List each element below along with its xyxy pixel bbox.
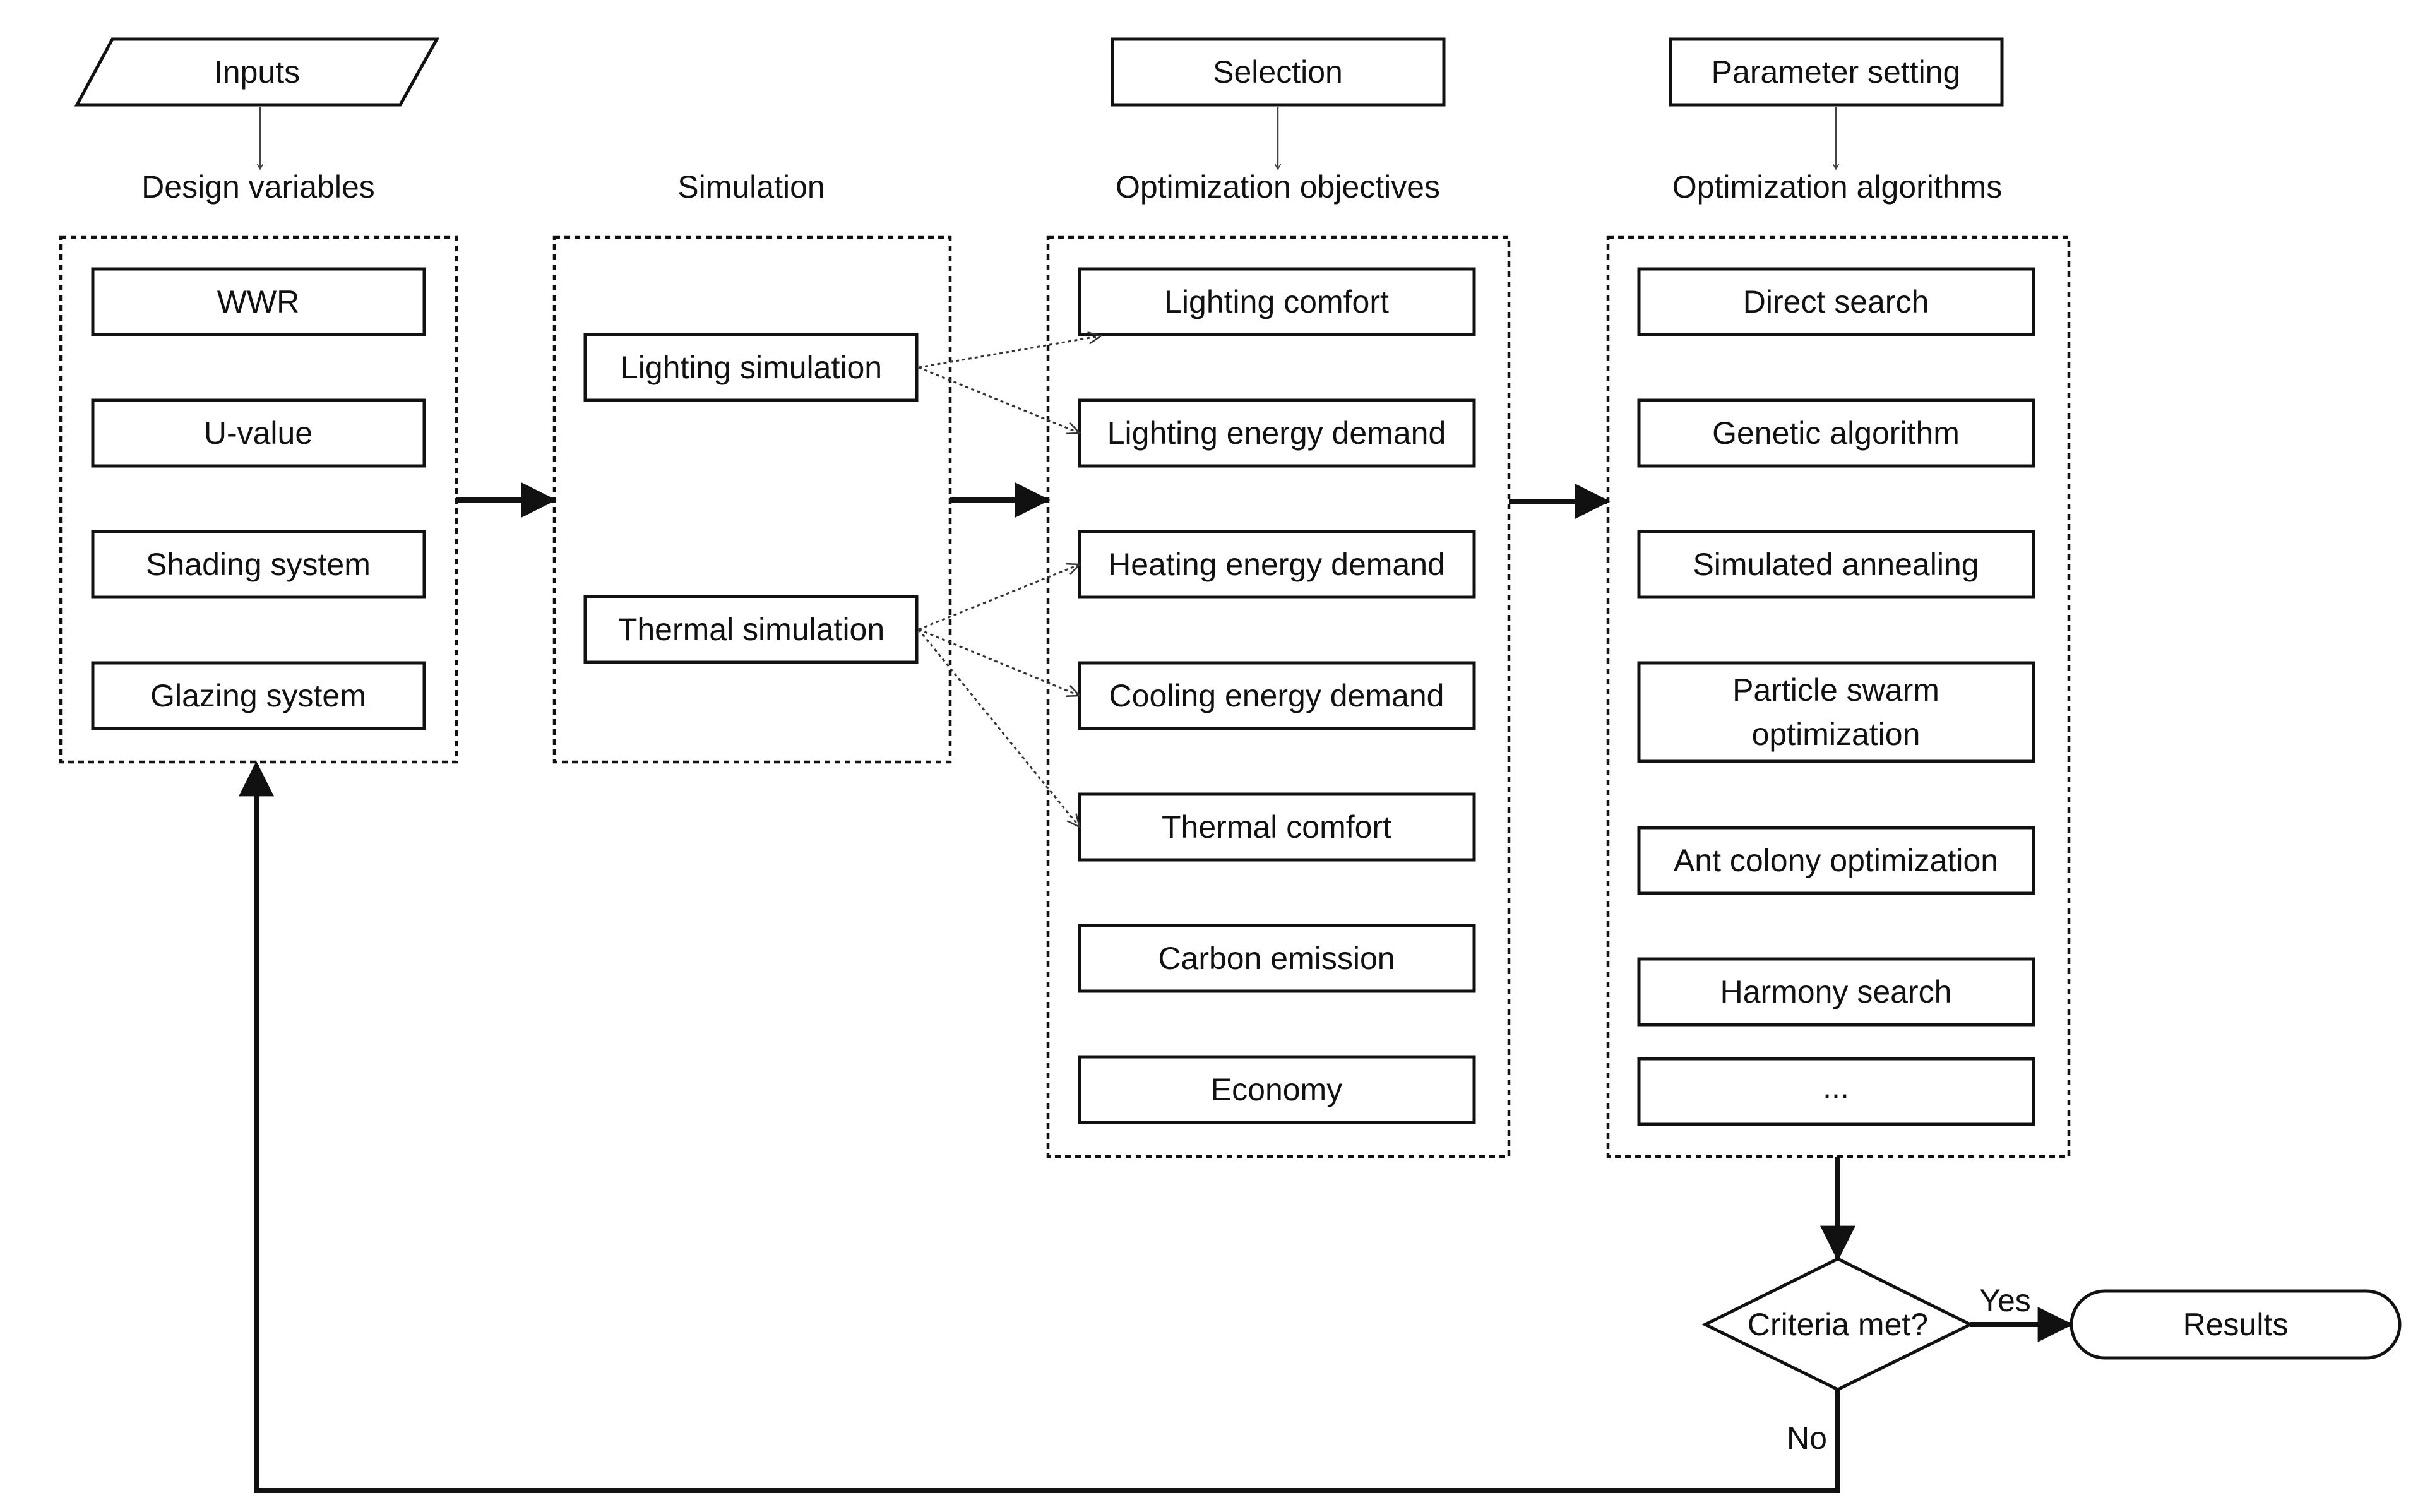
objective-cooling-energy-demand: Cooling energy demand [1078,661,1476,730]
optimization-objectives-title: Optimization objectives [1116,169,1440,205]
simulation-label: Thermal simulation [618,612,884,647]
algorithm-direct-search: Direct search [1637,267,2035,336]
design-variable-label: Shading system [146,547,371,582]
link-thermal-to-cooling [918,628,1080,696]
no-label: No [1787,1420,1827,1456]
algorithm-simulated-annealing: Simulated annealing [1637,530,2035,599]
parameter-setting-label: Parameter setting [1712,54,1961,90]
link-lighting-to-energy [918,366,1080,433]
algorithm-ellipsis: ... [1637,1057,2035,1126]
objectives-group [1046,235,1511,1158]
algorithm-label: Ant colony optimization [1674,843,1998,878]
link-lighting-to-comfort [918,336,1101,369]
selection-box: Selection [1111,37,1446,107]
simulation-label: Lighting simulation [621,350,882,385]
design-variables-title: Design variables [141,169,375,205]
selection-label: Selection [1213,54,1343,90]
algorithm-label: Harmony search [1720,974,1952,1009]
yes-label: Yes [1979,1283,2031,1318]
thermal-simulation-box: Thermal simulation [583,595,919,664]
inputs-parallelogram: Inputs [74,37,440,107]
results-label: Results [2183,1307,2289,1342]
objective-label: Lighting energy demand [1107,415,1446,451]
link-thermal-to-thermal-comfort [917,629,1080,827]
simulation-title: Simulation [677,169,825,205]
design-variable-label: U-value [204,415,313,451]
design-variable-u-value: U-value [91,398,426,468]
objective-label: Cooling energy demand [1109,678,1444,713]
algorithm-label: Genetic algorithm [1712,415,1960,451]
algorithm-label-line-1: Particle swarm [1732,672,1939,708]
algorithm-label-line-2: optimization [1752,717,1921,752]
algorithm-genetic-algorithm: Genetic algorithm [1637,398,2035,468]
objective-carbon-emission: Carbon emission [1078,924,1476,993]
inputs-label: Inputs [214,54,300,90]
objective-economy: Economy [1078,1055,1476,1124]
criteria-question: Criteria met? [1748,1307,1928,1342]
objective-thermal-comfort: Thermal comfort [1078,792,1476,862]
simulation-group [552,235,952,764]
design-variable-wwr: WWR [91,267,426,336]
optimization-algorithms-title: Optimization algorithms [1672,169,2002,205]
lighting-simulation-box: Lighting simulation [583,333,919,402]
objective-label: Thermal comfort [1162,809,1391,845]
objective-label: Lighting comfort [1164,284,1389,319]
link-thermal-to-heating [918,564,1080,631]
objective-lighting-energy-demand: Lighting energy demand [1078,398,1476,468]
algorithm-particle-swarm-optimization: Particle swarm optimization [1637,661,2035,763]
algorithm-label: Simulated annealing [1693,547,1979,582]
algorithm-harmony-search: Harmony search [1637,957,2035,1027]
design-variable-label: Glazing system [150,678,366,713]
no-feedback-arrow [239,761,1840,1493]
algorithm-label: ... [1823,1069,1849,1105]
objective-heating-energy-demand: Heating energy demand [1078,530,1476,599]
objective-lighting-comfort: Lighting comfort [1078,267,1476,336]
parameter-setting-box: Parameter setting [1669,37,2004,107]
design-variable-glazing-system: Glazing system [91,661,426,730]
results-terminal: Results [2070,1289,2402,1360]
design-variable-shading-system: Shading system [91,530,426,599]
algorithm-ant-colony-optimization: Ant colony optimization [1637,826,2035,895]
algorithm-label: Direct search [1743,284,1929,319]
design-variable-label: WWR [217,284,300,319]
objective-label: Heating energy demand [1108,547,1445,582]
objective-label: Carbon emission [1158,941,1395,976]
criteria-decision-diamond: Criteria met? [1701,1257,1974,1391]
objective-label: Economy [1211,1072,1342,1107]
